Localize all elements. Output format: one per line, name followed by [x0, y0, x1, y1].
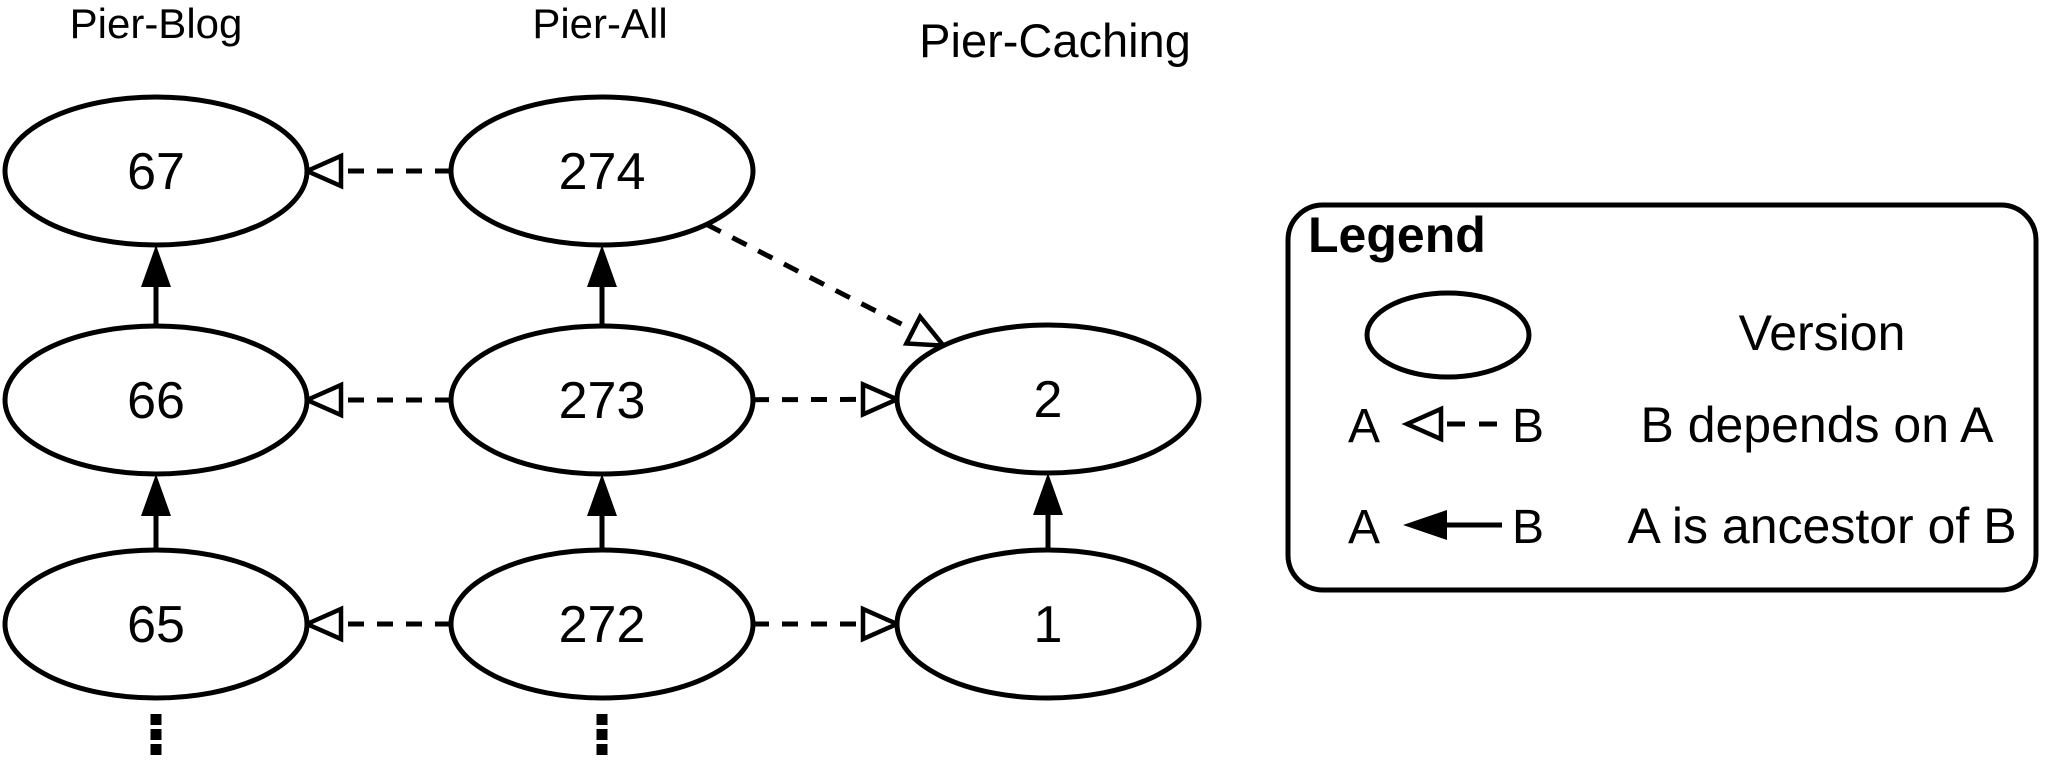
dependency-edge-274-to-2-line: [705, 222, 915, 333]
version-node-2: [894, 322, 1202, 476]
ancestor-edge-272-to-273-arrowhead: [587, 474, 617, 516]
version-node-1: [894, 547, 1202, 701]
continuation-dots-icon-0: [150, 714, 162, 725]
continuation-dots-icon-1: [596, 714, 608, 725]
column-header-pier-caching: Pier-Caching: [919, 14, 1191, 67]
version-node-66: [2, 323, 310, 477]
legend-title: Legend: [1308, 207, 1486, 263]
diagram-layer: Pier-Blog Pier-All Pier-Caching 67 274 66 273 2…: [2, 0, 1202, 755]
version-node-label-273: 273: [559, 372, 646, 430]
legend-version-label: Version: [1739, 305, 1906, 361]
legend-solid-arrowhead-icon: [1403, 510, 1447, 540]
version-node-67: [2, 94, 310, 248]
dependency-edge-272-to-1-arrowhead: [860, 605, 903, 643]
ancestor-edge-65-to-66-arrowhead: [141, 474, 171, 516]
version-node-label-272: 272: [559, 596, 646, 654]
version-node-label-65: 65: [127, 596, 185, 654]
continuation-dots-icon-1: [596, 744, 608, 755]
version-node-label-1: 1: [1034, 596, 1063, 654]
dependency-edge-273-to-2-arrowhead: [860, 380, 903, 418]
legend-open-arrowhead-icon: [1401, 405, 1444, 443]
legend-depends-a: A: [1348, 400, 1380, 453]
dependency-edge-272-to-65-arrowhead: [301, 605, 344, 643]
version-node-label-274: 274: [559, 143, 646, 201]
legend-ancestor-label: A is ancestor of B: [1627, 498, 2016, 554]
continuation-dots-icon-0: [150, 744, 162, 755]
version-node-65: [2, 547, 310, 701]
legend: Legend Version A B B depends on A A B A …: [1285, 202, 2039, 593]
continuation-dots-icon-1: [596, 729, 608, 740]
version-node-label-2: 2: [1034, 371, 1063, 429]
version-node-label-67: 67: [127, 143, 185, 201]
legend-depends-label: B depends on A: [1640, 397, 1994, 453]
version-node-273: [448, 323, 756, 477]
legend-ancestor-a: A: [1348, 501, 1380, 554]
legend-depends-b: B: [1512, 400, 1544, 453]
column-header-pier-all: Pier-All: [532, 0, 667, 47]
ancestor-edge-1-to-2-arrowhead: [1033, 473, 1063, 515]
dependency-edge-273-to-66-arrowhead: [301, 381, 344, 419]
column-header-pier-blog: Pier-Blog: [70, 0, 243, 47]
version-node-272: [448, 547, 756, 701]
dependency-edge-274-to-67-arrowhead: [301, 152, 344, 190]
version-node-274: [448, 94, 756, 248]
legend-version-symbol: [1364, 290, 1532, 380]
ancestor-edge-66-to-67-arrowhead: [141, 245, 171, 287]
ancestor-edge-273-to-274-arrowhead: [587, 245, 617, 287]
version-node-label-66: 66: [127, 372, 185, 430]
continuation-dots-icon-0: [150, 729, 162, 740]
dependency-edge-274-to-2-arrowhead: [902, 312, 949, 349]
legend-ancestor-b: B: [1512, 501, 1544, 554]
